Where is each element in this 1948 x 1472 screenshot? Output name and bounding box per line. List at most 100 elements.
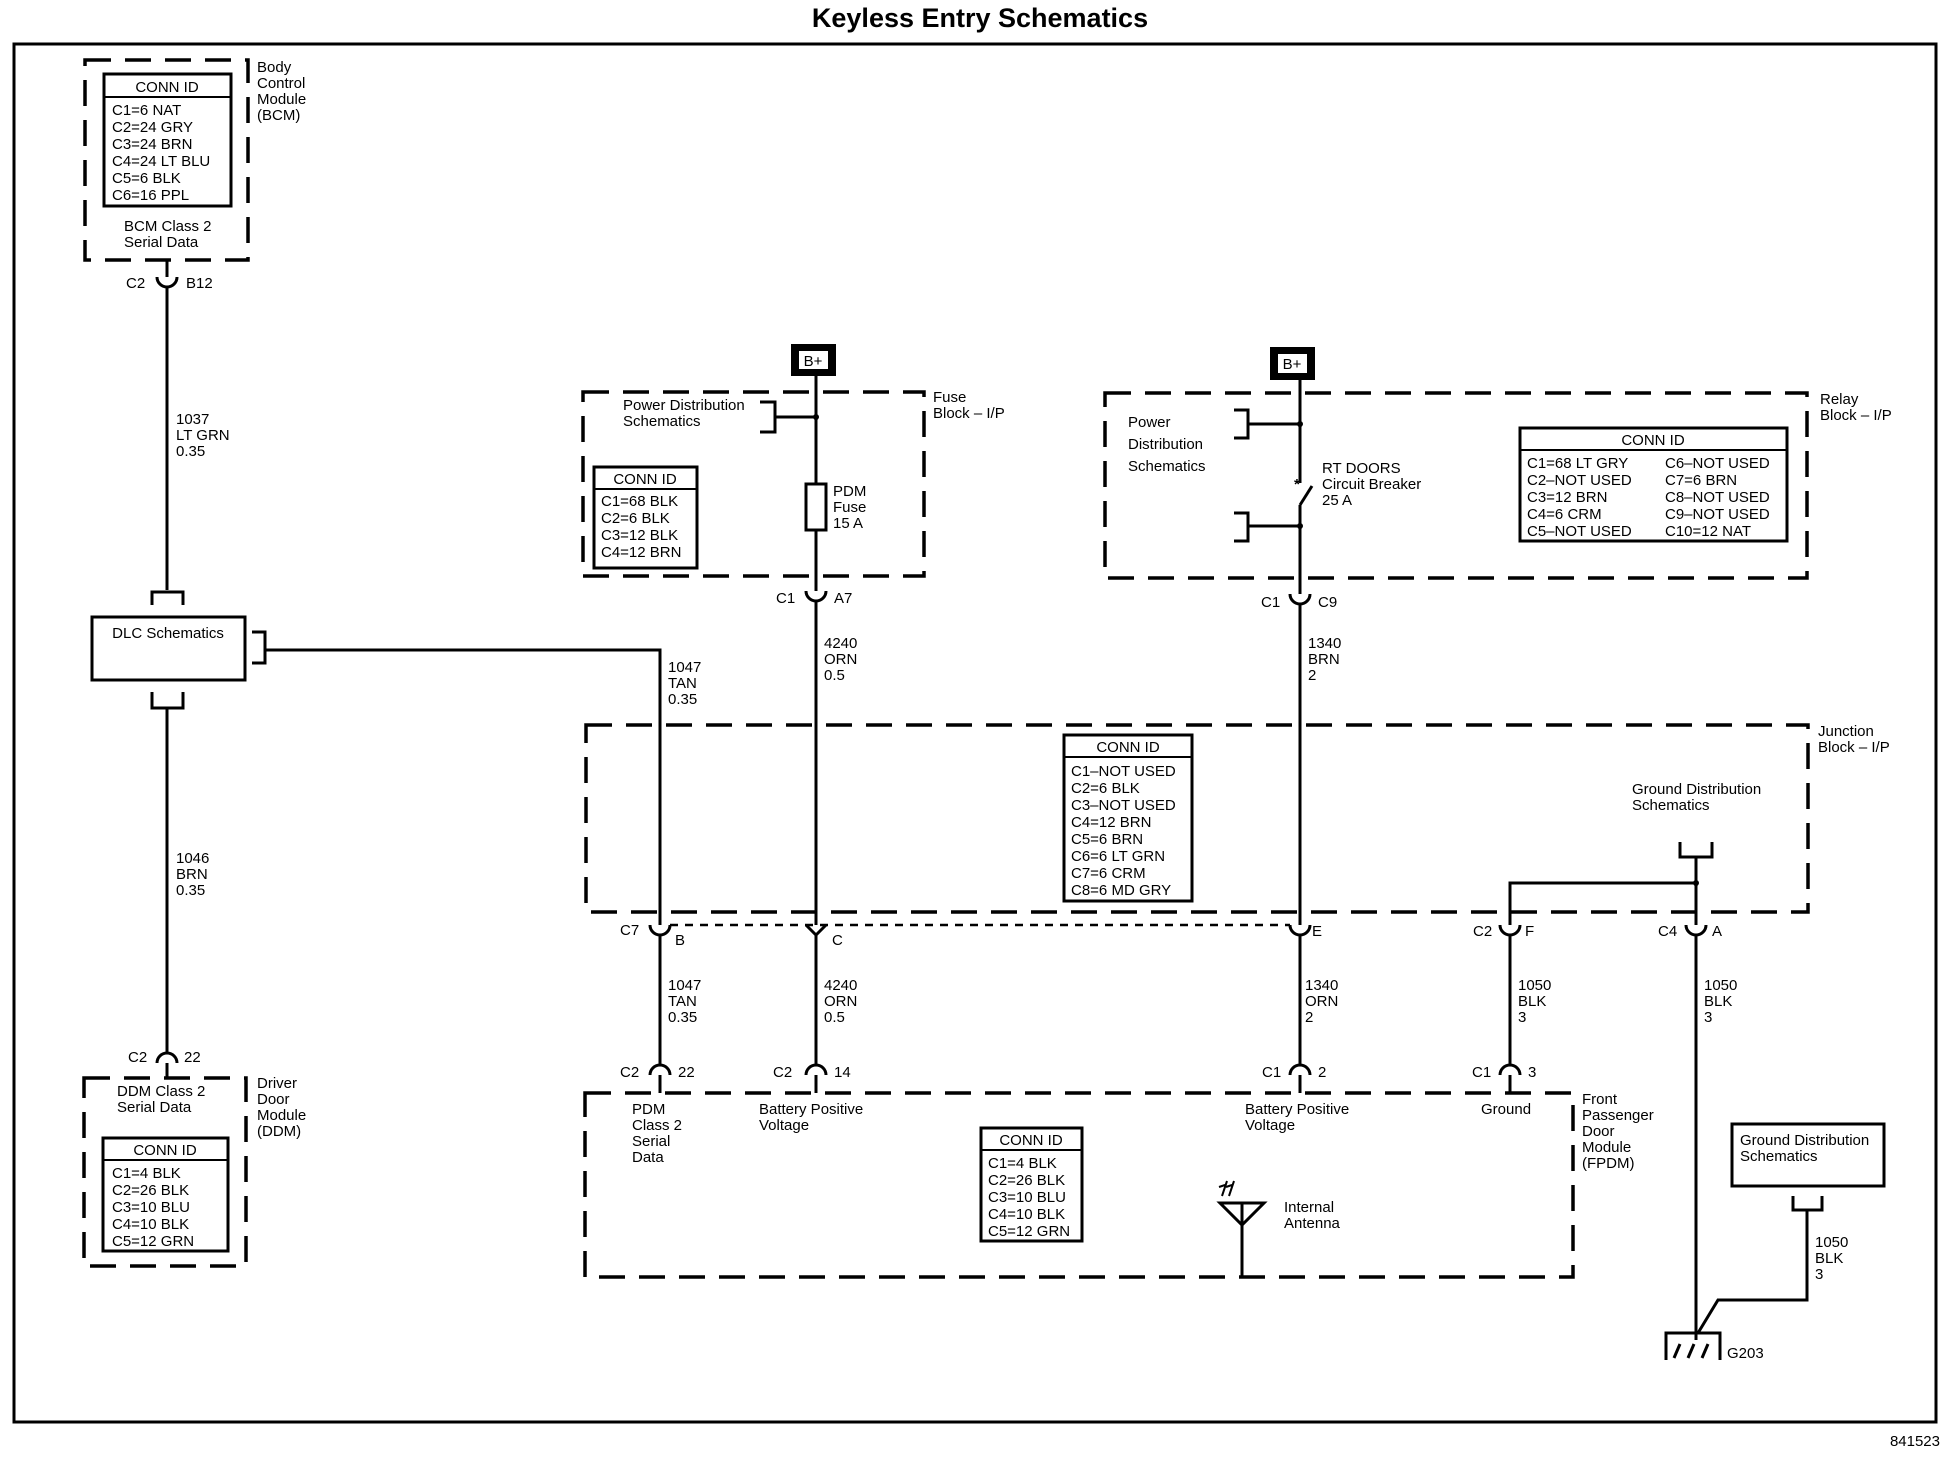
fuse-block-connector: C1 A7 <box>776 576 852 607</box>
diagram-label: 2 <box>1305 1009 1313 1026</box>
antenna-icon <box>1216 1180 1268 1277</box>
ddm-module: Driver Door Module (DDM) DDM Class 2 Ser… <box>82 1075 306 1268</box>
schematic-stroke <box>1288 924 1312 937</box>
schematic-stroke <box>979 1126 1084 1243</box>
ground-label: G203 <box>1727 1345 1764 1362</box>
diagram-label: Class 2 <box>632 1117 682 1134</box>
wire-label-dlc-jb: 1047 TAN 0.35 <box>668 659 701 708</box>
diagram-label: Serial <box>632 1133 670 1150</box>
diagram-label: TAN <box>668 675 697 692</box>
diagram-label: C4=10 BLK <box>112 1216 189 1233</box>
diagram-label: Module <box>257 1107 306 1124</box>
fuse-block-boundary <box>581 390 926 578</box>
bcm-name-line: Body <box>257 59 292 76</box>
fpdm-boundary <box>583 1091 1575 1279</box>
fpdm-pin-batt2: C1 2 <box>1262 1063 1326 1093</box>
diagram-label: 2 <box>1318 1064 1326 1081</box>
diagram-label: 1037 <box>176 411 209 428</box>
jb-connector-a: C4 A <box>1658 905 1722 940</box>
ground-dist-schematics-ref[interactable]: Ground Distribution Schematics <box>1730 1122 1886 1212</box>
power-dist-ref[interactable]: Schematics <box>1128 458 1206 475</box>
diagram-label: Block – I/P <box>1820 407 1892 424</box>
diagram-label: 22 <box>678 1064 695 1081</box>
junction-block: Junction Block – I/P CONN ID C1–NOT USED… <box>584 723 1890 915</box>
relay-block-boundary <box>1103 391 1809 580</box>
diagram-label: C2=6 BLK <box>1071 780 1140 797</box>
diagram-label: Schematics <box>1740 1148 1818 1165</box>
diagram-label: C1 <box>1472 1064 1491 1081</box>
diagram-label: C3=12 BLK <box>601 527 678 544</box>
diagram-label: Internal <box>1284 1199 1334 1216</box>
ground-dist-ref[interactable]: Schematics <box>1632 797 1710 814</box>
schematic-stroke <box>648 1063 672 1076</box>
schematic-stroke <box>155 276 179 289</box>
diagram-label: Door <box>257 1091 290 1108</box>
diagram-label: 15 A <box>833 515 863 532</box>
bcm-name-line: (BCM) <box>257 107 300 124</box>
diagram-label: 1050 <box>1815 1234 1848 1251</box>
diagram-label: CONN ID <box>999 1132 1063 1149</box>
junction-block-boundary <box>584 723 1810 914</box>
bcm-conn-table: CONN ID C1=6 NAT C2=24 GRY C3=24 BRN C4=… <box>102 72 233 208</box>
relay-block: B+ Relay Block – I/P Power Distribution … <box>1103 347 1892 592</box>
diagram-label: BLK <box>1518 993 1546 1010</box>
diagram-label: 3 <box>1815 1266 1823 1283</box>
connector-pin: 22 <box>184 1049 201 1066</box>
diagram-label: C8=6 MD GRY <box>1071 882 1171 899</box>
schematic-stroke <box>804 1063 828 1076</box>
wire-dlc-jb <box>265 648 662 915</box>
conn-row: C1=6 NAT <box>112 102 181 119</box>
power-dist-ref[interactable]: Power Distribution <box>623 397 745 414</box>
diagram-label: Antenna <box>1284 1215 1341 1232</box>
diagram-label: 0.35 <box>176 882 205 899</box>
diagram-label: C6–NOT USED <box>1665 455 1770 472</box>
figure-id: 841523 <box>1890 1433 1940 1450</box>
schematic-stroke <box>1498 924 1522 937</box>
wire-label-jb-fpdm-gnd: 1050 BLK 3 <box>1518 977 1551 1026</box>
schematic-stroke <box>1693 880 1699 886</box>
diagram-label: BRN <box>176 866 208 883</box>
bcm-name-line: Control <box>257 75 305 92</box>
diagram-label: Voltage <box>1245 1117 1295 1134</box>
wire-label-jb-fpdm-batt2: 1340 ORN 2 <box>1305 977 1338 1026</box>
power-dist-ref[interactable]: Schematics <box>623 413 701 430</box>
wire-label-jb-fpdm-data: 1047 TAN 0.35 <box>668 977 701 1026</box>
diagram-label: ORN <box>1305 993 1338 1010</box>
dlc-box[interactable] <box>90 615 247 682</box>
power-dist-ref[interactable]: Distribution <box>1128 436 1203 453</box>
diagram-label: C3=12 BRN <box>1527 489 1607 506</box>
diagram-label: 25 A <box>1322 492 1352 509</box>
wire-label-dlc-ddm: 1046 BRN 0.35 <box>176 850 209 899</box>
diagram-label: 2 <box>1308 667 1316 684</box>
diagram-label: C5=12 GRN <box>988 1223 1070 1240</box>
diagram-label: Door <box>1582 1123 1615 1140</box>
schematic-stroke <box>101 1136 230 1253</box>
diagram-label: 0.5 <box>824 667 845 684</box>
ground-dist-ref[interactable]: Ground Distribution <box>1632 781 1761 798</box>
diagram-label: B+ <box>1283 356 1302 373</box>
diagram-label: Passenger <box>1582 1107 1654 1124</box>
dlc-schematics-ref[interactable]: DLC Schematics <box>90 590 267 710</box>
schematic-stroke <box>1518 426 1789 543</box>
diagram-label: Voltage <box>759 1117 809 1134</box>
diagram-label: Front <box>1582 1091 1618 1108</box>
diagram-label: C1 <box>776 590 795 607</box>
schematic-stroke <box>1678 842 1714 859</box>
diagram-label: Circuit Breaker <box>1322 476 1421 493</box>
fuse-block-conn-table: CONN ID C1=68 BLK C2=6 BLK C3=12 BLK C4=… <box>592 465 699 570</box>
diagram-label: Ground Distribution <box>1740 1132 1869 1149</box>
diagram-label: F <box>1525 923 1534 940</box>
schematic-stroke <box>1664 1331 1722 1360</box>
conn-row: C6=16 PPL <box>112 187 189 204</box>
power-dist-ref[interactable]: Power <box>1128 414 1171 431</box>
diagram-label: C9–NOT USED <box>1665 506 1770 523</box>
diagram-label: C10=12 NAT <box>1665 523 1751 540</box>
diagram-label: E <box>1312 923 1322 940</box>
diagram-label: C4=12 BRN <box>601 544 681 561</box>
fpdm-pin-gnd: C1 3 <box>1472 1063 1536 1093</box>
diagram-label: C2=26 BLK <box>988 1172 1065 1189</box>
fpdm-pin-batt1: C2 14 <box>773 1063 851 1093</box>
schematic-stroke <box>804 590 828 603</box>
schematic-stroke <box>1062 733 1194 903</box>
